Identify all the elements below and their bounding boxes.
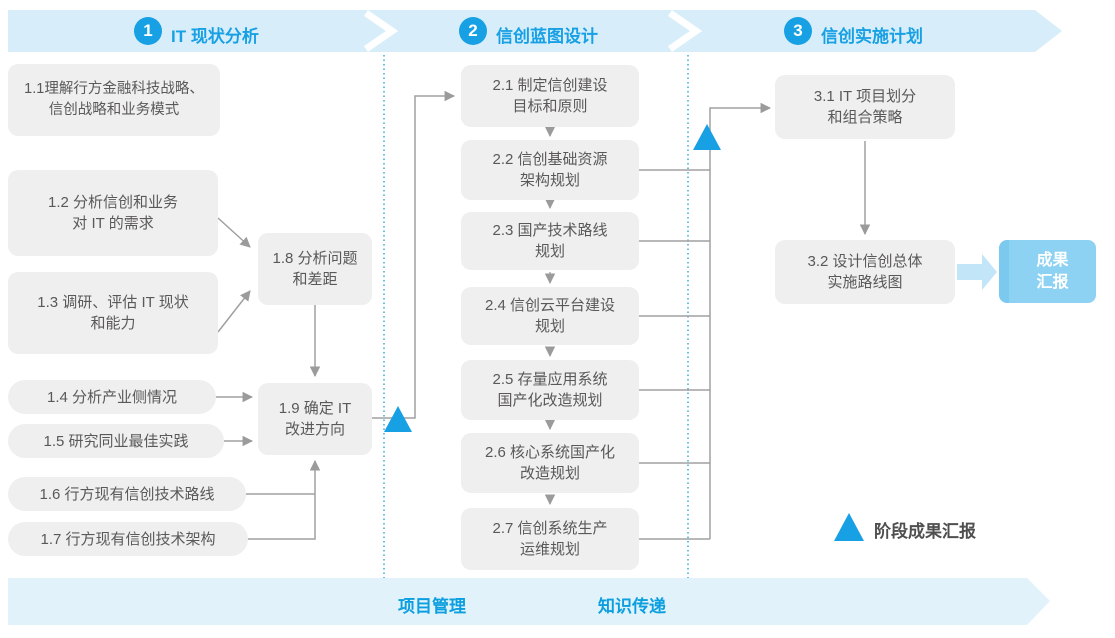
legend-triangle-icon <box>834 513 864 541</box>
node-3-1: 3.1 IT 项目划分 和组合策略 <box>775 75 955 139</box>
node-1-4: 1.4 分析产业侧情况 <box>8 380 216 414</box>
phase3-number-badge: 3 <box>784 17 812 45</box>
phase3-title: 信创实施计划 <box>821 27 923 46</box>
phase2-output-bus <box>639 102 772 540</box>
report-result-box: 成果 汇报 <box>999 240 1096 303</box>
phase1-connectors <box>216 90 456 540</box>
node-1-2: 1.2 分析信创和业务 对 IT 的需求 <box>8 170 218 256</box>
milestone-triangle-icon <box>384 406 412 432</box>
phase-header-band <box>8 10 1062 52</box>
node-1-1: 1.1理解行方金融科技战略、 信创战略和业务模式 <box>8 64 220 136</box>
node-2-5: 2.5 存量应用系统 国产化改造规划 <box>461 360 639 420</box>
phase2-title: 信创蓝图设计 <box>496 27 598 46</box>
phase1-title: IT 现状分析 <box>171 27 259 46</box>
legend-label: 阶段成果汇报 <box>874 522 976 541</box>
node-1-7: 1.7 行方现有信创技术架构 <box>8 522 248 556</box>
node-1-8: 1.8 分析问题 和差距 <box>258 233 372 305</box>
node-2-3: 2.3 国产技术路线 规划 <box>461 212 639 270</box>
milestone-triangle-icon <box>693 124 721 150</box>
footer-item-knowledge-transfer: 知识传递 <box>598 597 666 616</box>
footer-band <box>8 578 1050 625</box>
report-arrow-icon <box>957 254 997 290</box>
node-1-3: 1.3 调研、评估 IT 现状 和能力 <box>8 272 218 354</box>
node-1-5: 1.5 研究同业最佳实践 <box>8 424 224 458</box>
phase2-number-badge: 2 <box>459 17 487 45</box>
node-2-1: 2.1 制定信创建设 目标和原则 <box>461 65 639 127</box>
node-2-4: 2.4 信创云平台建设 规划 <box>461 287 639 345</box>
node-2-6: 2.6 核心系统国产化 改造规划 <box>461 433 639 493</box>
footer-item-project-management: 项目管理 <box>398 597 466 616</box>
node-2-2: 2.2 信创基础资源 架构规划 <box>461 140 639 200</box>
node-1-9: 1.9 确定 IT 改进方向 <box>258 383 372 455</box>
phase1-number-badge: 1 <box>134 17 162 45</box>
node-1-6: 1.6 行方现有信创技术路线 <box>8 477 246 511</box>
node-3-2: 3.2 设计信创总体 实施路线图 <box>775 240 955 304</box>
node-2-7: 2.7 信创系统生产 运维规划 <box>461 508 639 570</box>
